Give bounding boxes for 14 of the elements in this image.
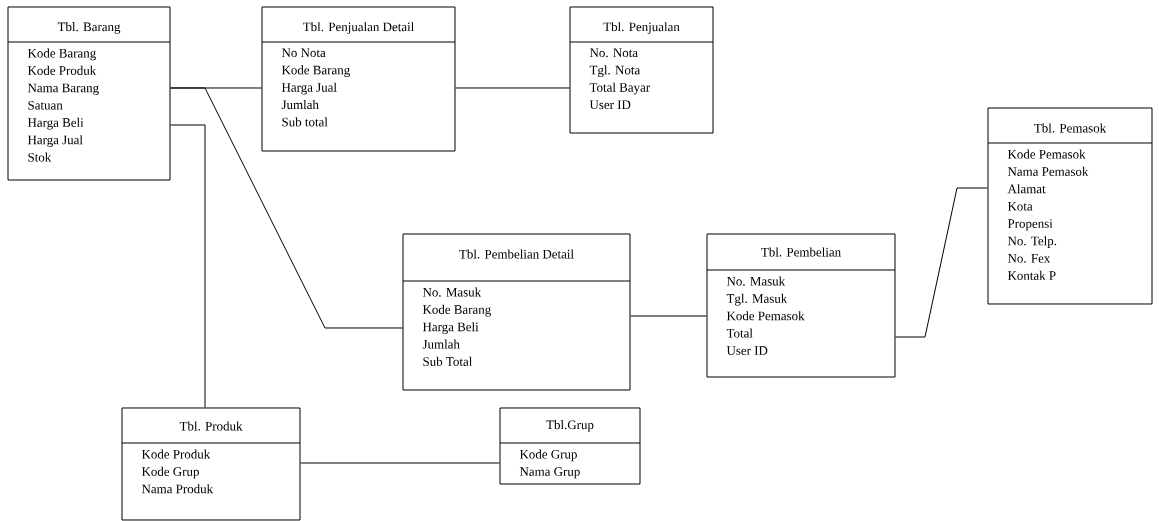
table-box: Tbl. Penjualan Detail No Nota Kode Barang Harga Jual Jumlah Sub total [261,6,456,152]
table-box: Tbl. Pembelian Detail No. Masuk Kode Barang Harga Beli Jumlah Sub Total [402,233,631,391]
connector-line [300,462,500,464]
connector-line [455,87,570,89]
connector-line [170,124,206,408]
table-box: Tbl.Grup Kode Grup Nama Grup [499,407,641,485]
table-box: Tbl. Pemasok Kode Pemasok Nama Pemasok Alamat Kota Propensi No. Telp. No. Fex Kontak P [987,107,1153,305]
connector-line [895,187,988,338]
table-box: Tbl. Barang Kode Barang Kode Produk Nama Barang Satuan Harga Beli Harga Jual Stok [7,6,171,181]
connector-line [170,87,403,329]
table-box: Tbl. Penjualan No. Nota Tgl. Nota Total Bayar User ID [569,6,714,134]
connector-line [630,315,707,317]
table-box: Tbl. Produk Kode Produk Kode Grup Nama Produk [121,407,301,521]
table-box: Tbl. Pembelian No. Masuk Tgl. Masuk Kode Pemasok Total User ID [706,233,896,378]
